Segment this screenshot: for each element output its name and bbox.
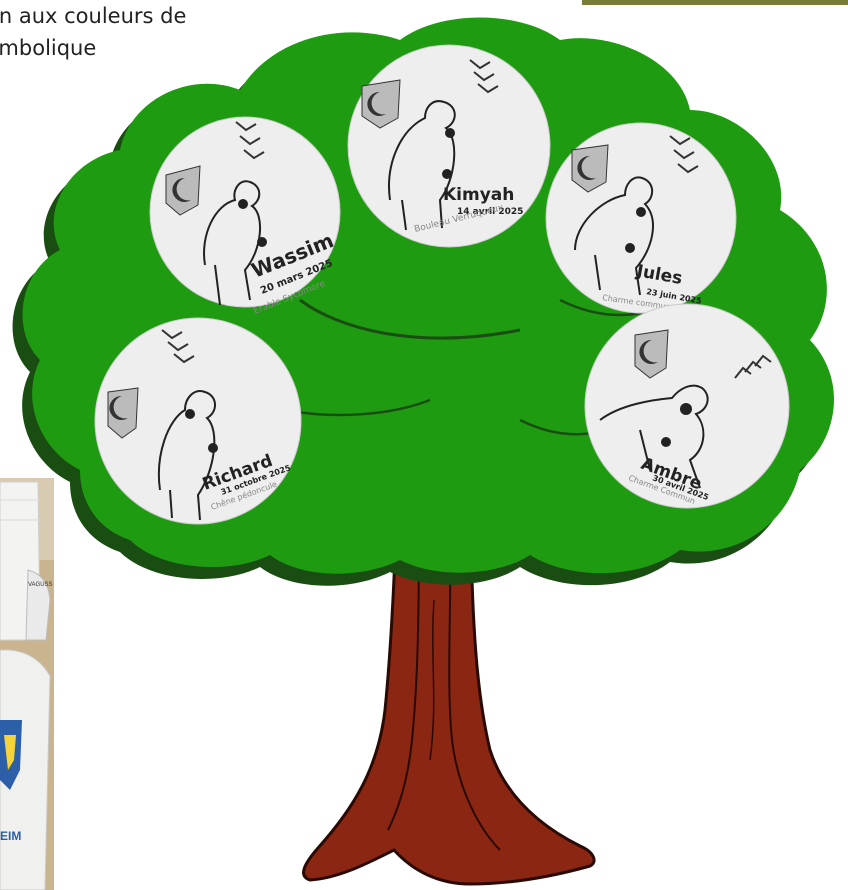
cup-text: EIM (0, 829, 21, 843)
photo-fragment-top (582, 0, 848, 5)
medallion-jules: Jules 23 juin 2025 Charme commun (546, 123, 736, 313)
cups-photo: VAGUSS EIM (0, 478, 54, 890)
medallion-ambre: Ambre 30 avril 2025 Charme Commun (585, 304, 789, 508)
svg-text:VAGUSS: VAGUSS (28, 582, 53, 588)
medallion-kimyah: Kimyah 14 avril 2025 Bouleau Verruqueux (348, 45, 550, 247)
medallion-name: Kimyah (443, 185, 514, 205)
medallion-richard: Richard 31 octobre 2025 Chêne pédoncule (95, 318, 301, 524)
